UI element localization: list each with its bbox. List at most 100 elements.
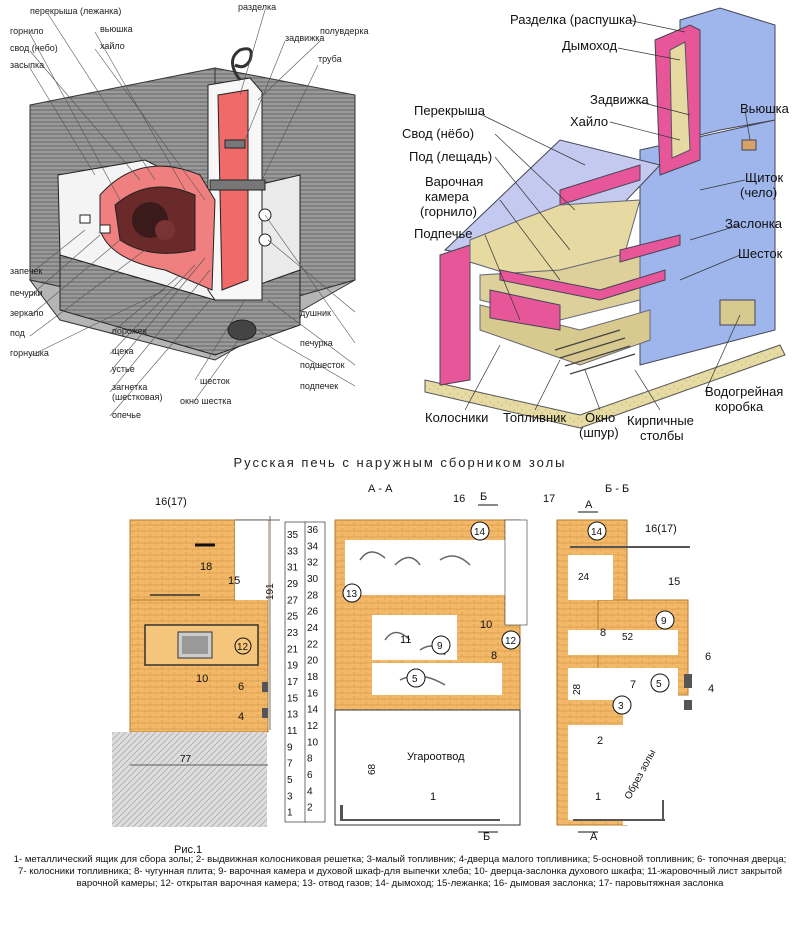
- row-number-left: 13: [287, 710, 299, 721]
- label-hailo-r: Хайло: [570, 114, 608, 129]
- label-bb-2: 2: [597, 735, 603, 747]
- row-number-right: 24: [307, 623, 319, 634]
- row-number-left: 31: [287, 563, 299, 574]
- row-number-right: 20: [307, 656, 319, 667]
- row-number-left: 33: [287, 546, 299, 557]
- label-bb-4: 4: [708, 683, 714, 695]
- label-aa-8: 8: [491, 650, 497, 662]
- row-number-right: 26: [307, 607, 319, 618]
- row-number-left: 3: [287, 791, 293, 802]
- technical-drawings: 16(17) 18 15 12 10 6 4 191 77 3533312927…: [112, 483, 714, 843]
- row-number-right: 14: [307, 705, 319, 716]
- section-aa: А - А 14 13 9 12: [334, 483, 555, 843]
- section-bb: Б - Б 14 9 5 3 16(17) 15 8 6 7 4 2: [556, 483, 714, 843]
- label-aa-1: 1: [430, 791, 436, 803]
- row-number-right: 4: [307, 786, 313, 797]
- label-aa-14: 14: [474, 527, 486, 538]
- label-bb-1: 1: [595, 791, 601, 803]
- dim-191: 191: [265, 583, 276, 600]
- label-aa-16: 16: [453, 493, 465, 505]
- label-pechurka: печурка: [300, 338, 333, 348]
- label-aa-12: 12: [505, 636, 517, 647]
- label-pechurki: печурки: [10, 288, 43, 298]
- label-svod-r: Свод (нёбо): [402, 126, 474, 141]
- label-kolosniki: Колосники: [425, 410, 488, 425]
- label-aa-13: 13: [346, 589, 358, 600]
- label-zagnetka: загнетка(шестковая): [112, 382, 162, 402]
- label-bb-9: 9: [661, 616, 667, 627]
- row-number-right: 34: [307, 541, 319, 552]
- row-number-left: 19: [287, 661, 299, 672]
- label-razdelka: разделка: [238, 2, 276, 12]
- section-stove-3d: Разделка (распушка) Дымоход Перекрыша Св…: [402, 7, 790, 443]
- row-number-right: 18: [307, 672, 319, 683]
- row-number-left: 35: [287, 530, 299, 541]
- letter-b-bottom: Б: [483, 831, 490, 843]
- label-zerkalo: зеркало: [10, 308, 44, 318]
- row-number-left: 1: [287, 808, 293, 819]
- dim-77: 77: [180, 754, 192, 765]
- label-bb-7: 7: [630, 679, 636, 691]
- row-number-right: 2: [307, 803, 313, 814]
- label-podpechek: подпечек: [300, 381, 338, 391]
- row-number-left: 11: [287, 726, 298, 737]
- label-aa-11: 11: [400, 634, 411, 646]
- letter-a-bottom: А: [590, 831, 598, 843]
- label-front-4: 4: [238, 711, 244, 723]
- label-hailo: хайло: [100, 41, 125, 51]
- traditional-stove-cutaway: перекрыша (лежанка) горнило свод (небо) …: [10, 2, 369, 420]
- label-perekrysha-lezhanka: перекрыша (лежанка): [30, 6, 121, 16]
- label-perekrysha-r: Перекрыша: [414, 103, 486, 118]
- label-bb-8: 8: [600, 627, 606, 639]
- label-bb-16-17: 16(17): [645, 523, 677, 535]
- label-bb-6: 6: [705, 651, 711, 663]
- row-number-right: 36: [307, 525, 319, 536]
- dim-28: 28: [572, 683, 583, 695]
- legend-text: 1- металлический ящик для сбора золы; 2-…: [13, 854, 787, 889]
- row-number-right: 32: [307, 558, 319, 569]
- letter-b-top: Б: [480, 491, 487, 503]
- label-front-12: 12: [237, 642, 249, 653]
- row-number-right: 28: [307, 590, 319, 601]
- label-toplivnik: Топливник: [503, 410, 566, 425]
- label-front-15: 15: [228, 575, 240, 587]
- drawing-title: Русская печь с наружным сборником золы: [233, 455, 567, 470]
- label-section-bb: Б - Б: [605, 483, 629, 495]
- label-front-6: 6: [238, 681, 244, 693]
- row-number-left: 9: [287, 742, 293, 753]
- label-aa-17: 17: [543, 493, 555, 505]
- label-svod-nebo: свод (небо): [10, 43, 58, 53]
- row-number-left: 27: [287, 595, 299, 606]
- dim-24: 24: [578, 572, 590, 583]
- row-number-left: 7: [287, 759, 293, 770]
- label-vyushka-r: Вьюшка: [740, 101, 790, 116]
- label-aa-5: 5: [412, 674, 418, 685]
- label-bb-14: 14: [591, 527, 603, 538]
- label-razdelka-rasp: Разделка (распушка): [510, 12, 637, 27]
- dim-52: 52: [622, 632, 634, 643]
- label-porozhek: порожек: [112, 326, 147, 336]
- row-number-right: 6: [307, 770, 313, 781]
- letter-a-top: А: [585, 499, 593, 511]
- label-dymohod: Дымоход: [562, 38, 617, 53]
- row-number-right: 8: [307, 754, 313, 765]
- row-number-left: 25: [287, 612, 299, 623]
- label-vyushka: вьюшка: [100, 24, 133, 34]
- label-schitok: Щиток(чело): [740, 170, 783, 200]
- label-bb-5: 5: [656, 679, 662, 690]
- row-number-right: 22: [307, 639, 319, 650]
- row-number-right: 10: [307, 737, 319, 748]
- row-number-left: 23: [287, 628, 299, 639]
- label-front-16-17: 16(17): [155, 496, 187, 508]
- label-section-aa: А - А: [368, 483, 393, 495]
- row-number-right: 16: [307, 688, 319, 699]
- label-poluvderka: полувдерка: [320, 26, 369, 36]
- label-scheka: щека: [112, 346, 133, 356]
- label-zadvizhka-r: Задвижка: [590, 92, 650, 107]
